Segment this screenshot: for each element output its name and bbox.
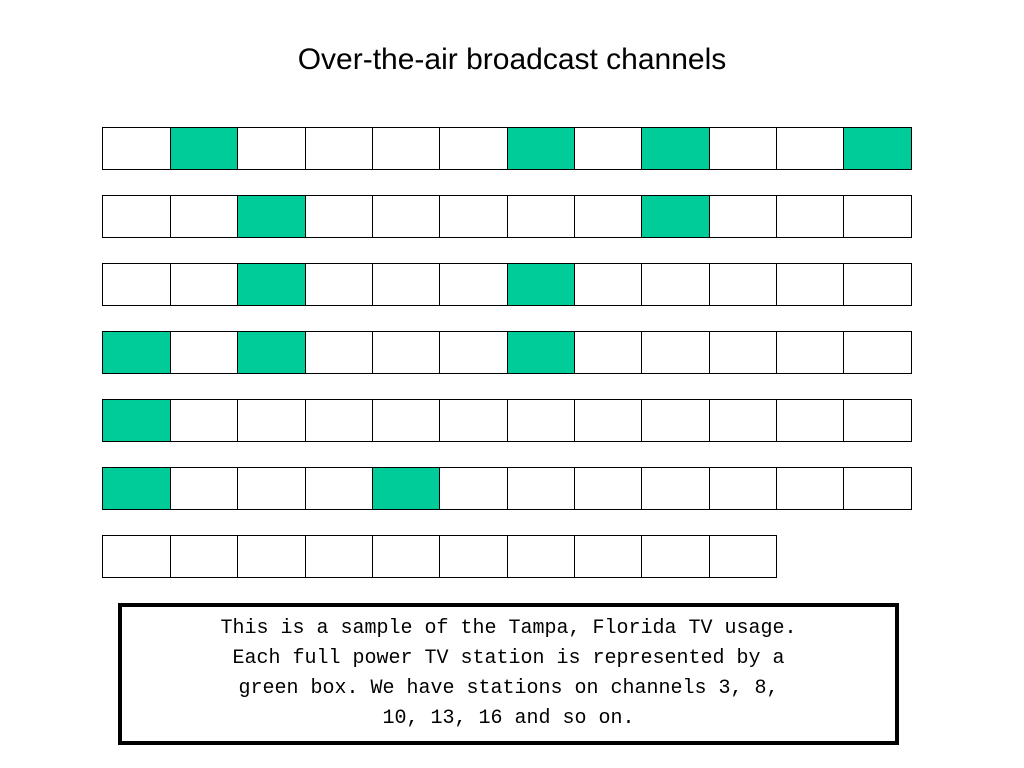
empty-channel-box: [573, 195, 643, 238]
empty-channel-box: [506, 535, 575, 578]
channel-row: [102, 127, 923, 170]
empty-channel-box: [237, 127, 306, 170]
empty-channel-box: [708, 331, 777, 374]
occupied-channel-box: [237, 263, 306, 306]
empty-channel-box: [506, 467, 575, 510]
empty-channel-box: [170, 535, 239, 578]
occupied-channel-box: [102, 467, 171, 510]
empty-channel-box: [708, 467, 777, 510]
empty-channel-box: [439, 535, 508, 578]
empty-channel-box: [237, 467, 306, 510]
empty-channel-box: [439, 467, 508, 510]
channel-row: [102, 263, 923, 306]
empty-channel-box: [573, 535, 643, 578]
occupied-channel-box: [237, 331, 306, 374]
empty-channel-box: [641, 399, 710, 442]
slide-title: Over-the-air broadcast channels: [297, 43, 727, 76]
occupied-channel-box: [102, 331, 171, 374]
empty-channel-box: [102, 535, 171, 578]
empty-channel-box: [843, 195, 912, 238]
empty-channel-box: [506, 399, 575, 442]
empty-channel-box: [102, 127, 171, 170]
empty-channel-box: [708, 535, 777, 578]
empty-channel-box: [641, 263, 710, 306]
empty-channel-box: [237, 399, 306, 442]
empty-channel-box: [775, 399, 845, 442]
empty-channel-box: [775, 331, 845, 374]
empty-channel-box: [304, 127, 373, 170]
empty-channel-box: [170, 399, 239, 442]
empty-channel-box: [708, 127, 777, 170]
empty-channel-box: [439, 195, 508, 238]
empty-channel-box: [439, 127, 508, 170]
empty-channel-box: [775, 467, 845, 510]
empty-channel-box: [371, 399, 441, 442]
empty-channel-box: [573, 331, 643, 374]
empty-channel-box: [775, 127, 845, 170]
empty-channel-box: [573, 263, 643, 306]
empty-channel-box: [708, 263, 777, 306]
empty-channel-box: [304, 195, 373, 238]
channel-row: [102, 467, 923, 510]
caption-text: This is a sample of the Tampa, Florida T…: [220, 617, 797, 730]
occupied-channel-box: [506, 127, 575, 170]
channel-row: [102, 195, 923, 238]
empty-channel-box: [843, 467, 912, 510]
occupied-channel-box: [641, 195, 710, 238]
empty-channel-box: [843, 331, 912, 374]
empty-channel-box: [775, 263, 845, 306]
empty-channel-box: [170, 195, 239, 238]
empty-channel-box: [641, 331, 710, 374]
empty-channel-box: [573, 127, 643, 170]
empty-channel-box: [371, 331, 441, 374]
empty-channel-box: [304, 331, 373, 374]
occupied-channel-box: [641, 127, 710, 170]
empty-channel-box: [102, 195, 171, 238]
empty-channel-box: [439, 399, 508, 442]
empty-channel-box: [170, 467, 239, 510]
empty-channel-box: [170, 331, 239, 374]
empty-channel-box: [371, 535, 441, 578]
occupied-channel-box: [237, 195, 306, 238]
occupied-channel-box: [371, 467, 441, 510]
empty-channel-box: [573, 399, 643, 442]
occupied-channel-box: [170, 127, 239, 170]
occupied-channel-box: [506, 331, 575, 374]
empty-channel-box: [641, 535, 710, 578]
empty-channel-box: [304, 263, 373, 306]
empty-channel-box: [708, 399, 777, 442]
empty-channel-box: [439, 263, 508, 306]
empty-channel-box: [304, 535, 373, 578]
empty-channel-box: [843, 263, 912, 306]
empty-channel-box: [304, 399, 373, 442]
empty-channel-box: [102, 263, 171, 306]
empty-channel-box: [573, 467, 643, 510]
empty-channel-box: [237, 535, 306, 578]
empty-channel-box: [775, 195, 845, 238]
channel-row: [102, 399, 923, 442]
empty-channel-box: [371, 127, 441, 170]
empty-channel-box: [506, 195, 575, 238]
empty-channel-box: [371, 263, 441, 306]
empty-channel-box: [170, 263, 239, 306]
empty-channel-box: [641, 467, 710, 510]
channel-row: [102, 331, 923, 374]
caption-box: This is a sample of the Tampa, Florida T…: [118, 603, 899, 745]
channel-grid: [102, 127, 923, 578]
empty-channel-box: [843, 399, 912, 442]
occupied-channel-box: [843, 127, 912, 170]
occupied-channel-box: [506, 263, 575, 306]
empty-channel-box: [708, 195, 777, 238]
empty-channel-box: [439, 331, 508, 374]
empty-channel-box: [371, 195, 441, 238]
occupied-channel-box: [102, 399, 171, 442]
channel-row: [102, 535, 923, 578]
empty-channel-box: [304, 467, 373, 510]
